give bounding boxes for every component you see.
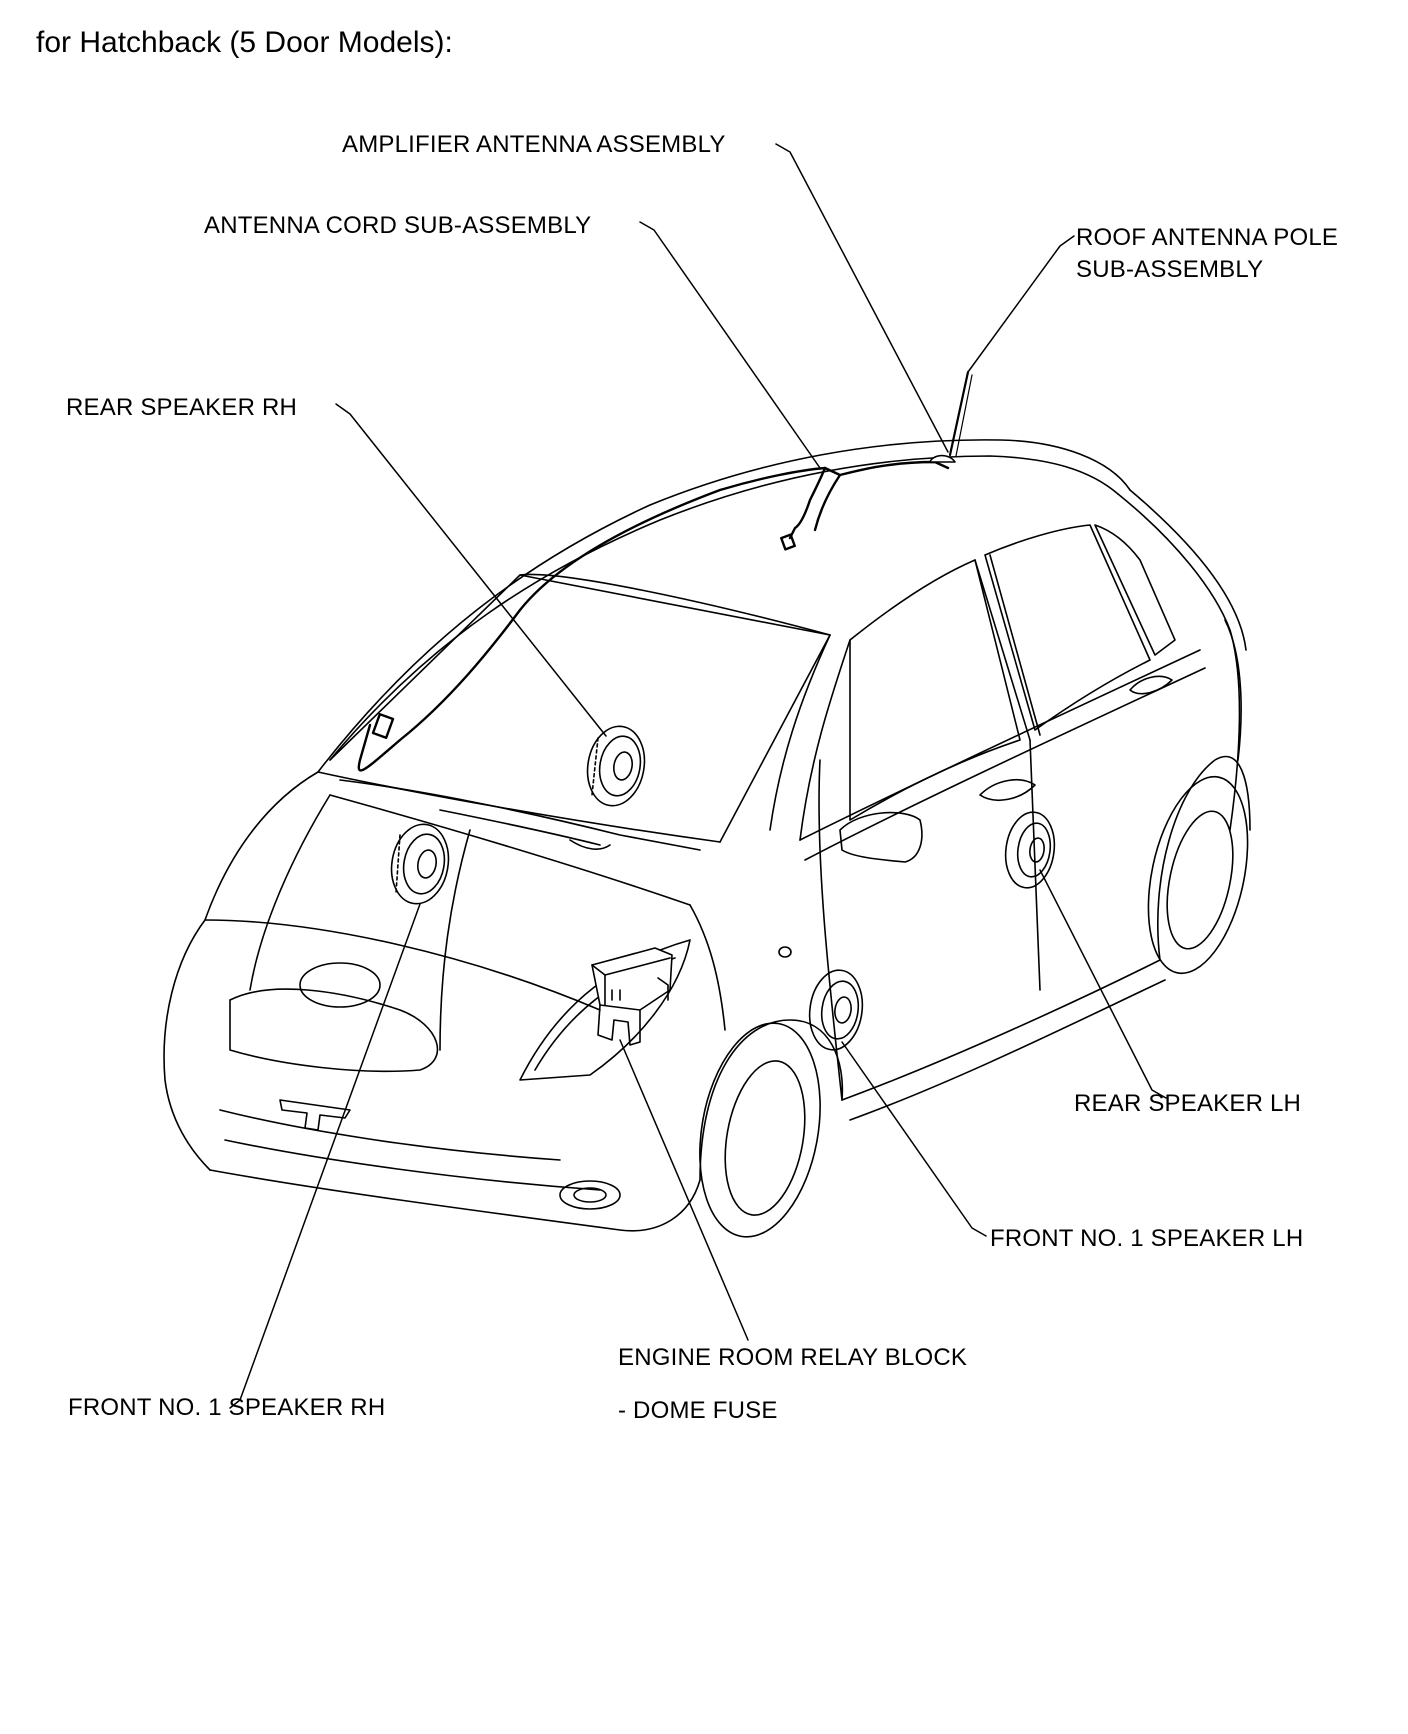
label-front-speaker-lh: FRONT NO. 1 SPEAKER LH xyxy=(990,1225,1304,1252)
label-roof-antenna-pole-line1: ROOF ANTENNA POLE xyxy=(1076,224,1339,251)
antenna-cord-harness xyxy=(359,462,948,770)
label-roof-antenna-pole-line2: SUB-ASSEMBLY xyxy=(1076,256,1264,283)
label-dome-fuse: - DOME FUSE xyxy=(618,1397,778,1424)
page-title: for Hatchback (5 Door Models): xyxy=(36,26,453,59)
car-body xyxy=(164,440,1264,1247)
rear-speaker-lh xyxy=(1001,809,1059,891)
front-speaker-lh xyxy=(805,967,868,1053)
label-rear-speaker-lh: REAR SPEAKER LH xyxy=(1074,1090,1302,1117)
label-engine-room-relay-block: ENGINE ROOM RELAY BLOCK xyxy=(618,1344,968,1371)
label-front-speaker-rh: FRONT NO. 1 SPEAKER RH xyxy=(68,1394,386,1421)
engine-room-relay-block xyxy=(592,948,672,1045)
front-speaker-rh xyxy=(385,820,454,909)
label-amplifier-antenna-assembly: AMPLIFIER ANTENNA ASSEMBLY xyxy=(342,131,726,158)
label-rear-speaker-rh: REAR SPEAKER RH xyxy=(66,394,298,421)
leader-lines xyxy=(230,144,1166,1408)
rear-speaker-rh xyxy=(581,722,650,811)
roof-antenna xyxy=(930,372,972,462)
label-antenna-cord-sub-assembly: ANTENNA CORD SUB-ASSEMBLY xyxy=(204,212,592,239)
